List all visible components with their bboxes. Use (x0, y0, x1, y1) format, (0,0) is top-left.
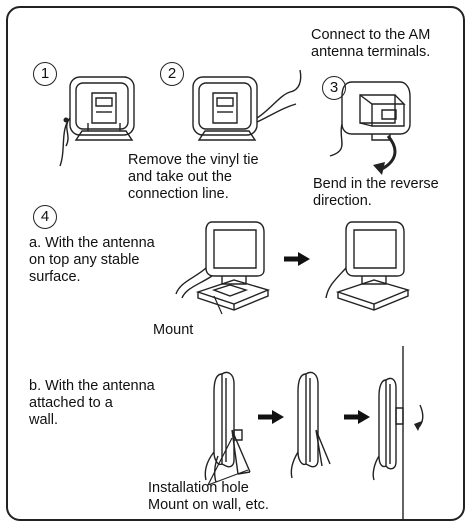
arrow-right-icon (272, 410, 284, 424)
arrow-right-icon (358, 410, 370, 424)
option-b-installation-label: Installation hole Mount on wall, etc. (148, 480, 269, 514)
rotate-arrow-icon (414, 421, 422, 431)
